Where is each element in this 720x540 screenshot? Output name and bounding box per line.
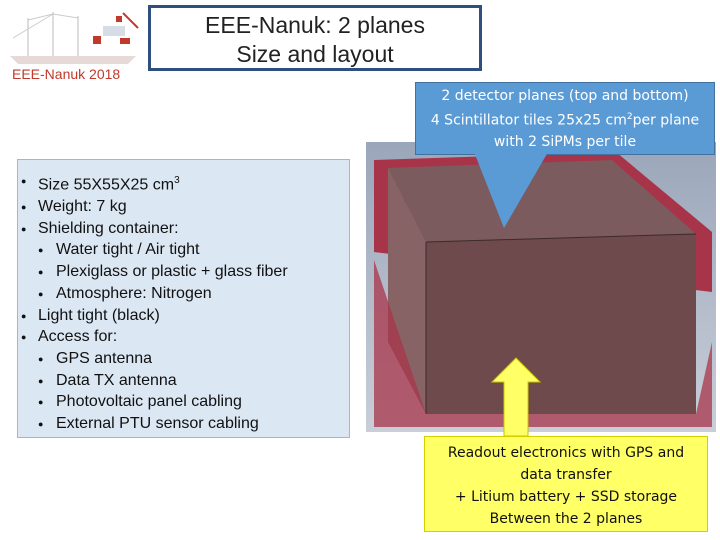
bottom-frame — [374, 260, 712, 427]
list-subitem-data-tx: Data TX antenna — [18, 370, 288, 392]
callout-line: 4 Scintillator tiles 25x25 cm2per plane — [416, 107, 714, 132]
callout-pointer — [474, 152, 548, 228]
list-item-weight: Weight: 7 kg — [18, 196, 288, 218]
callout-line: Readout electronics with GPS and — [447, 445, 685, 461]
callout-line: 2 detector planes (top and bottom) — [441, 88, 689, 104]
list-subitem-pv-cabling: Photovoltaic panel cabling — [18, 391, 288, 413]
size-superscript: 3 — [174, 175, 180, 186]
list-subitem-gps-antenna: GPS antenna — [18, 348, 288, 370]
eee-nanuk-logo — [8, 8, 143, 90]
list-subitem-atmosphere: Atmosphere: Nitrogen — [18, 283, 288, 305]
title-box: EEE-Nanuk: 2 planes Size and layout — [148, 5, 482, 71]
callout-superscript: 2 — [626, 112, 633, 122]
page-subtitle: Size and layout — [236, 41, 394, 67]
callout-line: with 2 SiPMs per tile — [493, 133, 637, 150]
callout-line: Between the 2 planes — [489, 511, 643, 527]
list-item-size: Size 55X55X25 cm3 — [18, 170, 288, 196]
detector-top-face — [388, 160, 696, 242]
list-subitem-plexiglass: Plexiglass or plastic + glass fiber — [18, 261, 288, 283]
edge-line — [425, 233, 697, 243]
detector-front-face — [426, 234, 696, 414]
list-item-light-tight: Light tight (black) — [18, 305, 288, 327]
list-item-shielding: Shielding container: — [18, 218, 288, 240]
page-title: EEE-Nanuk: 2 planes — [205, 12, 425, 38]
ship-illustration — [10, 12, 139, 64]
callout-line: data transfer — [520, 467, 612, 483]
size-text: Size 55X55X25 cm — [38, 176, 175, 194]
callout-text: per plane — [632, 112, 700, 129]
detector-planes-callout: 2 detector planes (top and bottom) 4 Sci… — [415, 82, 715, 155]
readout-electronics-callout: Readout electronics with GPS and data tr… — [424, 436, 708, 532]
detector-render — [366, 142, 716, 432]
pointer-shape — [474, 152, 548, 228]
logo-text: EEE-Nanuk 2018 — [12, 66, 121, 82]
list-subitem-ptu-cabling: External PTU sensor cabling — [18, 413, 288, 435]
specs-box: Size 55X55X25 cm3 Weight: 7 kg Shielding… — [17, 159, 350, 438]
callout-text: 4 Scintillator tiles 25x25 cm — [430, 112, 627, 129]
list-item-access: Access for: — [18, 326, 288, 348]
up-arrow-icon — [490, 357, 542, 437]
list-subitem-water-tight: Water tight / Air tight — [18, 239, 288, 261]
arrow-shape — [490, 357, 542, 437]
specs-list: Size 55X55X25 cm3 Weight: 7 kg Shielding… — [18, 170, 288, 435]
callout-line: + Litium battery + SSD storage — [454, 489, 678, 505]
